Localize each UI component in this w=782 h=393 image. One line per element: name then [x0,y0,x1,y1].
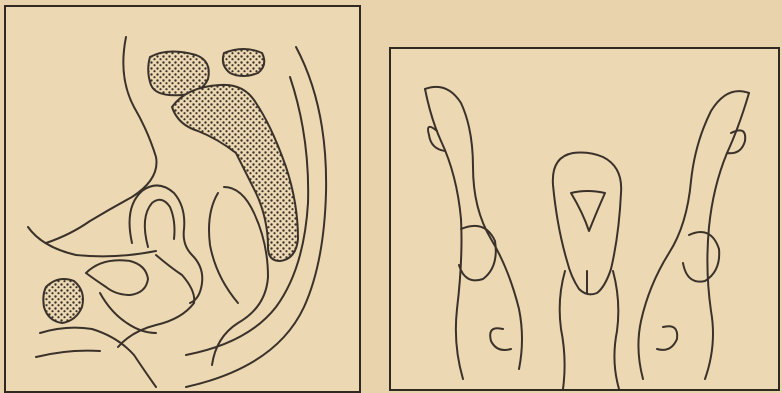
pubic-bone [43,279,83,323]
frontal-section-panel [389,47,780,391]
left-fallopian-tube-inner [425,89,463,379]
vertebra-small [223,49,264,76]
abdominal-wall [46,37,157,243]
cervix-left-wall [560,271,565,389]
bladder-outline [86,260,148,295]
rectum-inner [209,193,238,303]
uterine-cavity [571,191,605,231]
uterus-cavity [145,200,175,247]
perineum-line [40,328,156,387]
left-ovary [459,226,496,281]
frontal-section-drawing [391,49,778,389]
sagittal-section-drawing [6,7,359,391]
labia-line [36,351,100,357]
right-ovary [683,232,719,282]
left-round-ligament [490,328,511,350]
sacrum-bone [172,85,298,261]
left-fallopian-tube [425,87,522,369]
right-fallopian-tube [638,91,749,379]
left-fimbria [428,127,445,151]
right-round-ligament [657,326,677,350]
cervix-right-wall [613,271,619,389]
sagittal-section-panel [4,5,361,393]
